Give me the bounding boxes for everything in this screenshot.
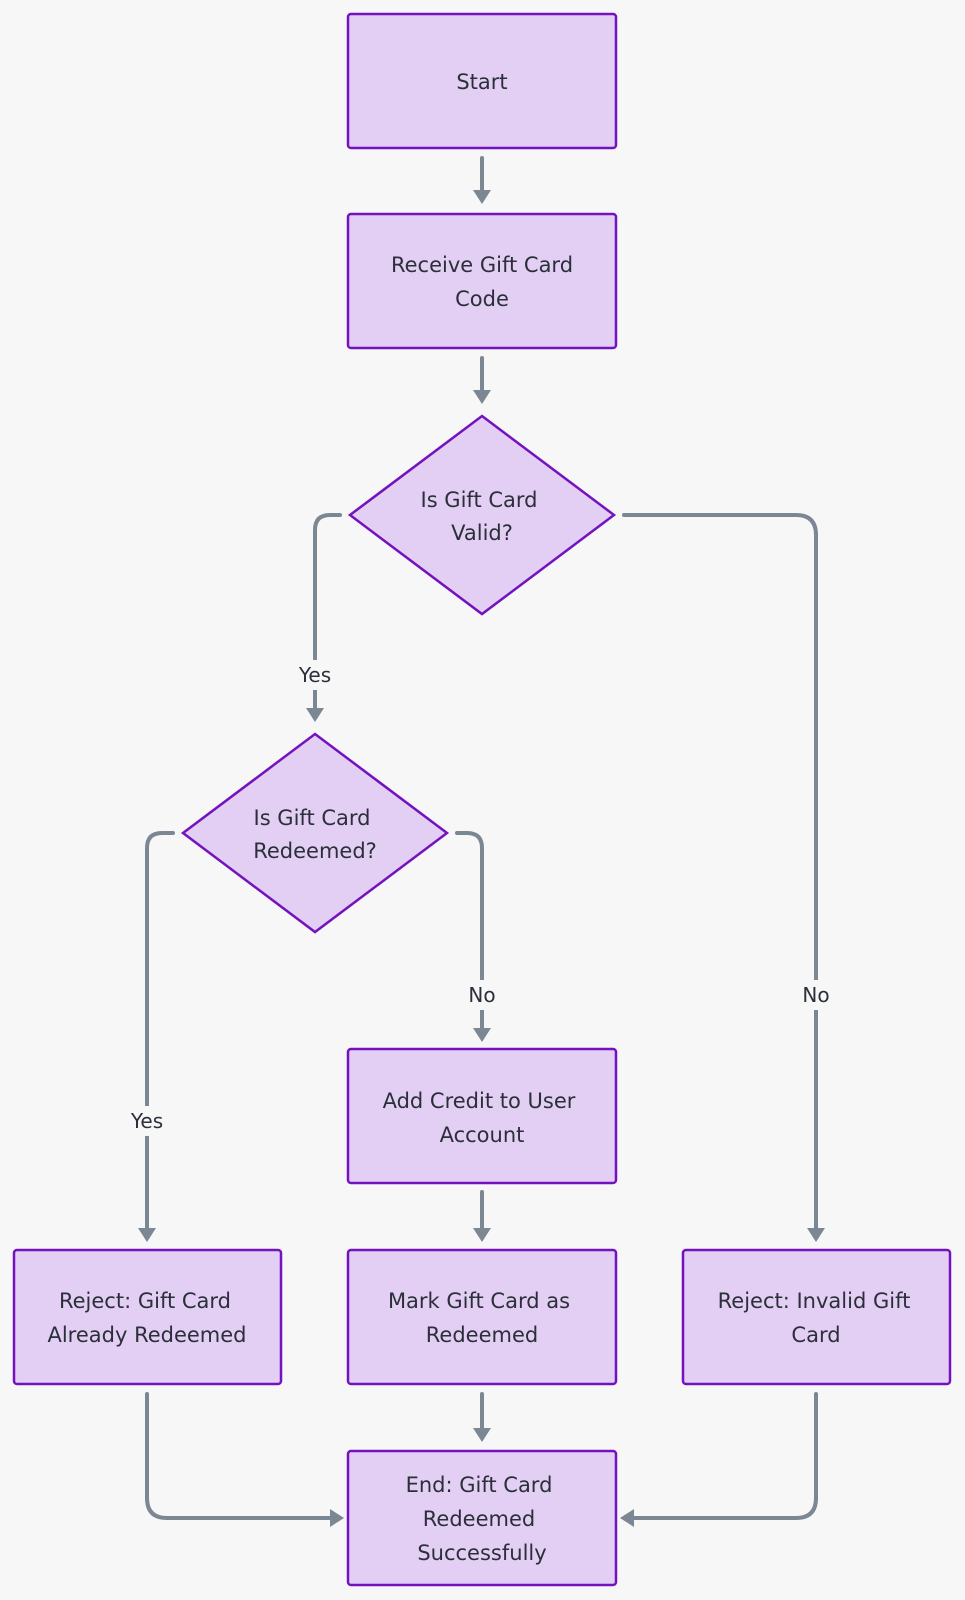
node-end: End: Gift Card Redeemed Successfully bbox=[346, 1449, 618, 1587]
arrowhead-reject-redeemed-to-end bbox=[330, 1509, 344, 1527]
arrowhead-receive-to-valid bbox=[473, 390, 491, 404]
arrowhead-start-to-receive bbox=[473, 190, 491, 204]
node-is-redeemed-line1: Is Gift Card bbox=[254, 806, 371, 830]
edge-reject-redeemed-to-end bbox=[145, 1392, 334, 1520]
node-add-credit-line2: Account bbox=[440, 1123, 525, 1147]
edge-label-redeemed-yes: Yes bbox=[130, 1109, 163, 1133]
node-is-redeemed: Is Gift Card Redeemed? bbox=[180, 732, 450, 934]
node-start-label: Start bbox=[456, 70, 507, 94]
node-mark-redeemed-line2: Redeemed bbox=[426, 1323, 538, 1347]
edges bbox=[138, 156, 825, 1527]
arrowhead-redeemed-no bbox=[473, 1028, 491, 1042]
arrowhead-mark-to-end bbox=[473, 1428, 491, 1442]
node-add-credit-line1: Add Credit to User bbox=[383, 1089, 576, 1113]
node-receive-code-line1: Receive Gift Card bbox=[391, 253, 573, 277]
node-mark-redeemed: Mark Gift Card as Redeemed bbox=[346, 1248, 618, 1386]
edge-label-valid-no: No bbox=[802, 983, 829, 1007]
edge-label-valid-yes: Yes bbox=[298, 663, 331, 687]
node-reject-invalid-line2: Card bbox=[791, 1323, 840, 1347]
node-receive-code: Receive Gift Card Code bbox=[346, 212, 618, 350]
node-end-line1: End: Gift Card bbox=[406, 1473, 553, 1497]
node-reject-redeemed-line2: Already Redeemed bbox=[47, 1323, 246, 1347]
arrowhead-valid-yes bbox=[306, 708, 324, 722]
node-is-valid: Is Gift Card Valid? bbox=[347, 414, 617, 616]
node-end-line3: Successfully bbox=[417, 1541, 546, 1565]
edge-redeemed-no bbox=[455, 831, 484, 1032]
arrowhead-valid-no bbox=[807, 1228, 825, 1242]
node-mark-redeemed-line1: Mark Gift Card as bbox=[388, 1289, 570, 1313]
node-receive-code-line2: Code bbox=[455, 287, 509, 311]
edge-valid-yes bbox=[313, 513, 342, 712]
node-reject-redeemed: Reject: Gift Card Already Redeemed bbox=[12, 1248, 283, 1386]
edge-labels: Yes No Yes No bbox=[124, 660, 836, 1136]
node-add-credit: Add Credit to User Account bbox=[346, 1047, 618, 1185]
arrowhead-credit-to-mark bbox=[473, 1228, 491, 1242]
edge-reject-invalid-to-end bbox=[630, 1392, 818, 1520]
arrowhead-reject-invalid-to-end bbox=[620, 1509, 634, 1527]
node-reject-invalid: Reject: Invalid Gift Card bbox=[681, 1248, 952, 1386]
node-end-line2: Redeemed bbox=[423, 1507, 535, 1531]
edge-label-redeemed-no: No bbox=[468, 983, 495, 1007]
node-reject-redeemed-line1: Reject: Gift Card bbox=[59, 1289, 231, 1313]
edge-redeemed-yes bbox=[145, 831, 175, 1232]
node-is-valid-line1: Is Gift Card bbox=[421, 488, 538, 512]
arrowhead-redeemed-yes bbox=[138, 1228, 156, 1242]
node-reject-invalid-line1: Reject: Invalid Gift bbox=[718, 1289, 911, 1313]
node-is-valid-line2: Valid? bbox=[451, 521, 513, 545]
edge-valid-no bbox=[622, 513, 818, 1232]
node-start: Start bbox=[346, 12, 618, 150]
node-is-redeemed-line2: Redeemed? bbox=[253, 839, 377, 863]
